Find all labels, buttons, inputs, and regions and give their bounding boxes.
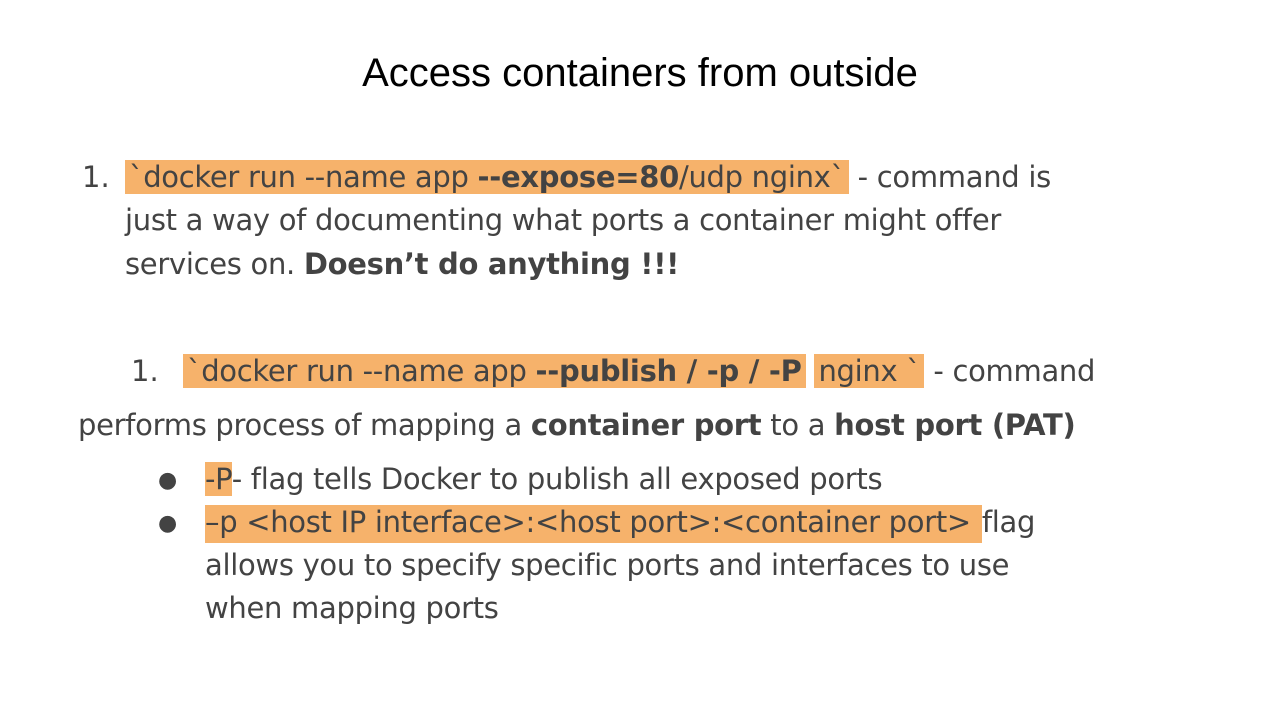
item2-code-b: --publish / -p / -P bbox=[535, 354, 802, 388]
item1-code-a: `docker run --name app bbox=[129, 160, 478, 194]
item1-line3-a: services on. bbox=[125, 247, 304, 281]
bullet1-code: -P bbox=[205, 462, 232, 496]
item1-line1: `docker run --name app --expose=80/udp n… bbox=[125, 158, 1051, 196]
bullet2-line3: when mapping ports bbox=[205, 591, 499, 625]
bullet1-text: - flag tells Docker to publish all expos… bbox=[231, 462, 883, 496]
bullet2-line1: –p <host IP interface>:<host port>:<cont… bbox=[205, 503, 1036, 543]
item1-line3: services on. Doesn’t do anything !!! bbox=[125, 245, 679, 283]
item2-line2-d: host port (PAT) bbox=[834, 408, 1076, 442]
item1-text-a: - command is bbox=[848, 160, 1052, 194]
bullet1-line1: -P- flag tells Docker to publish all exp… bbox=[205, 460, 883, 498]
item2-code-a: `docker run --name app bbox=[187, 354, 536, 388]
item1-code-highlight: `docker run --name app --expose=80/udp n… bbox=[125, 160, 849, 194]
item1-code-b: --expose=80 bbox=[477, 160, 680, 194]
item2-line2-a: performs process of mapping a bbox=[78, 408, 531, 442]
item1-number: 1. bbox=[82, 160, 110, 194]
slide-title: Access containers from outside bbox=[362, 51, 918, 95]
item1-line2: just a way of documenting what ports a c… bbox=[125, 203, 1002, 237]
bullet-dot-2: ● bbox=[158, 511, 178, 536]
item2-line2: performs process of mapping a container … bbox=[78, 406, 1076, 444]
item2-number: 1. bbox=[131, 354, 159, 388]
bullet2-line2: allows you to specify specific ports and… bbox=[205, 548, 1010, 582]
item2-code-highlight: `docker run --name app --publish / -p / … bbox=[183, 354, 806, 388]
item2-line2-c: to a bbox=[761, 408, 835, 442]
item1-code-c: /udp nginx` bbox=[678, 160, 845, 194]
bullet2-text: flag bbox=[981, 505, 1036, 539]
item1-line3-b: Doesn’t do anything !!! bbox=[303, 247, 680, 281]
item2-text-a: - command bbox=[924, 354, 1096, 388]
bullet2-code: –p <host IP interface>:<host port>:<cont… bbox=[205, 505, 982, 543]
bullet-dot-1: ● bbox=[158, 468, 178, 493]
item2-code-c: nginx ` bbox=[814, 354, 925, 388]
item2-line1: `docker run --name app --publish / -p / … bbox=[183, 352, 1095, 390]
item2-line2-b: container port bbox=[530, 408, 762, 442]
